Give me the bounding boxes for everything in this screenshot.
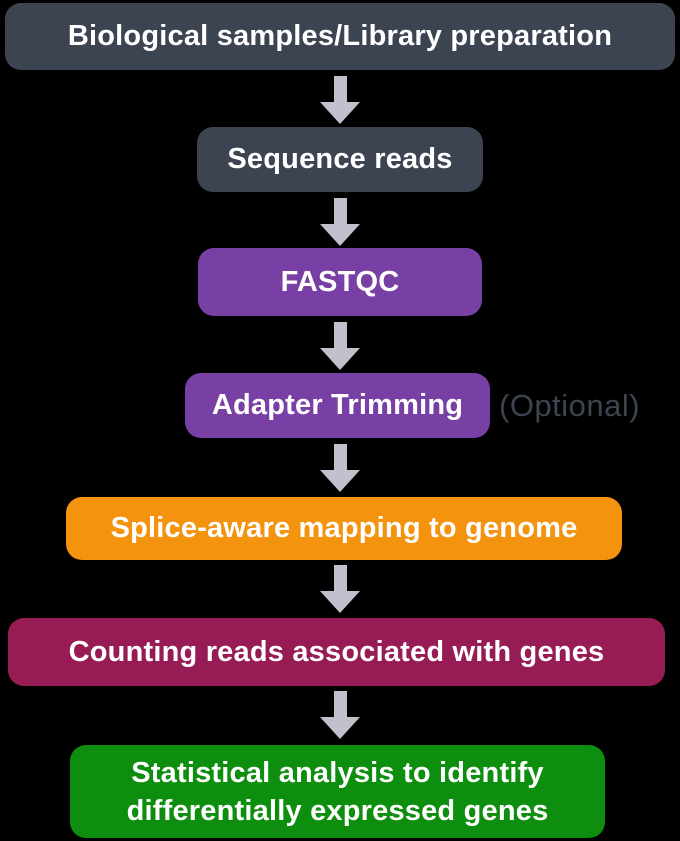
down-arrow-icon [320, 76, 360, 124]
node-label-line-2: differentially expressed genes [126, 794, 549, 827]
down-arrow-icon [320, 322, 360, 370]
arrow-head [320, 102, 360, 124]
down-arrow-icon [320, 198, 360, 246]
arrow-head [320, 348, 360, 370]
arrow-head [320, 470, 360, 492]
node-adapter-trimming: Adapter Trimming [185, 373, 490, 438]
node-fastqc: FASTQC [198, 248, 482, 316]
arrow-stem [333, 76, 347, 102]
arrow-stem [333, 322, 347, 348]
arrow-stem [333, 444, 347, 470]
arrow-head [320, 224, 360, 246]
node-statistical-analysis: Statistical analysis to identify differe… [70, 745, 605, 838]
arrow-stem [333, 565, 347, 591]
arrow-head [320, 591, 360, 613]
optional-annotation: (Optional) [499, 387, 641, 423]
arrow-head [320, 717, 360, 739]
down-arrow-icon [320, 565, 360, 613]
down-arrow-icon [320, 691, 360, 739]
node-sequence-reads: Sequence reads [197, 127, 483, 192]
node-counting-reads: Counting reads associated with genes [8, 618, 665, 686]
arrow-stem [333, 691, 347, 717]
arrow-stem [333, 198, 347, 224]
node-splice-aware-mapping: Splice-aware mapping to genome [66, 497, 622, 560]
node-biological-samples-library-preparation: Biological samples/Library preparation [5, 3, 675, 70]
down-arrow-icon [320, 444, 360, 492]
node-label-line-1: Statistical analysis to identify [131, 756, 544, 789]
